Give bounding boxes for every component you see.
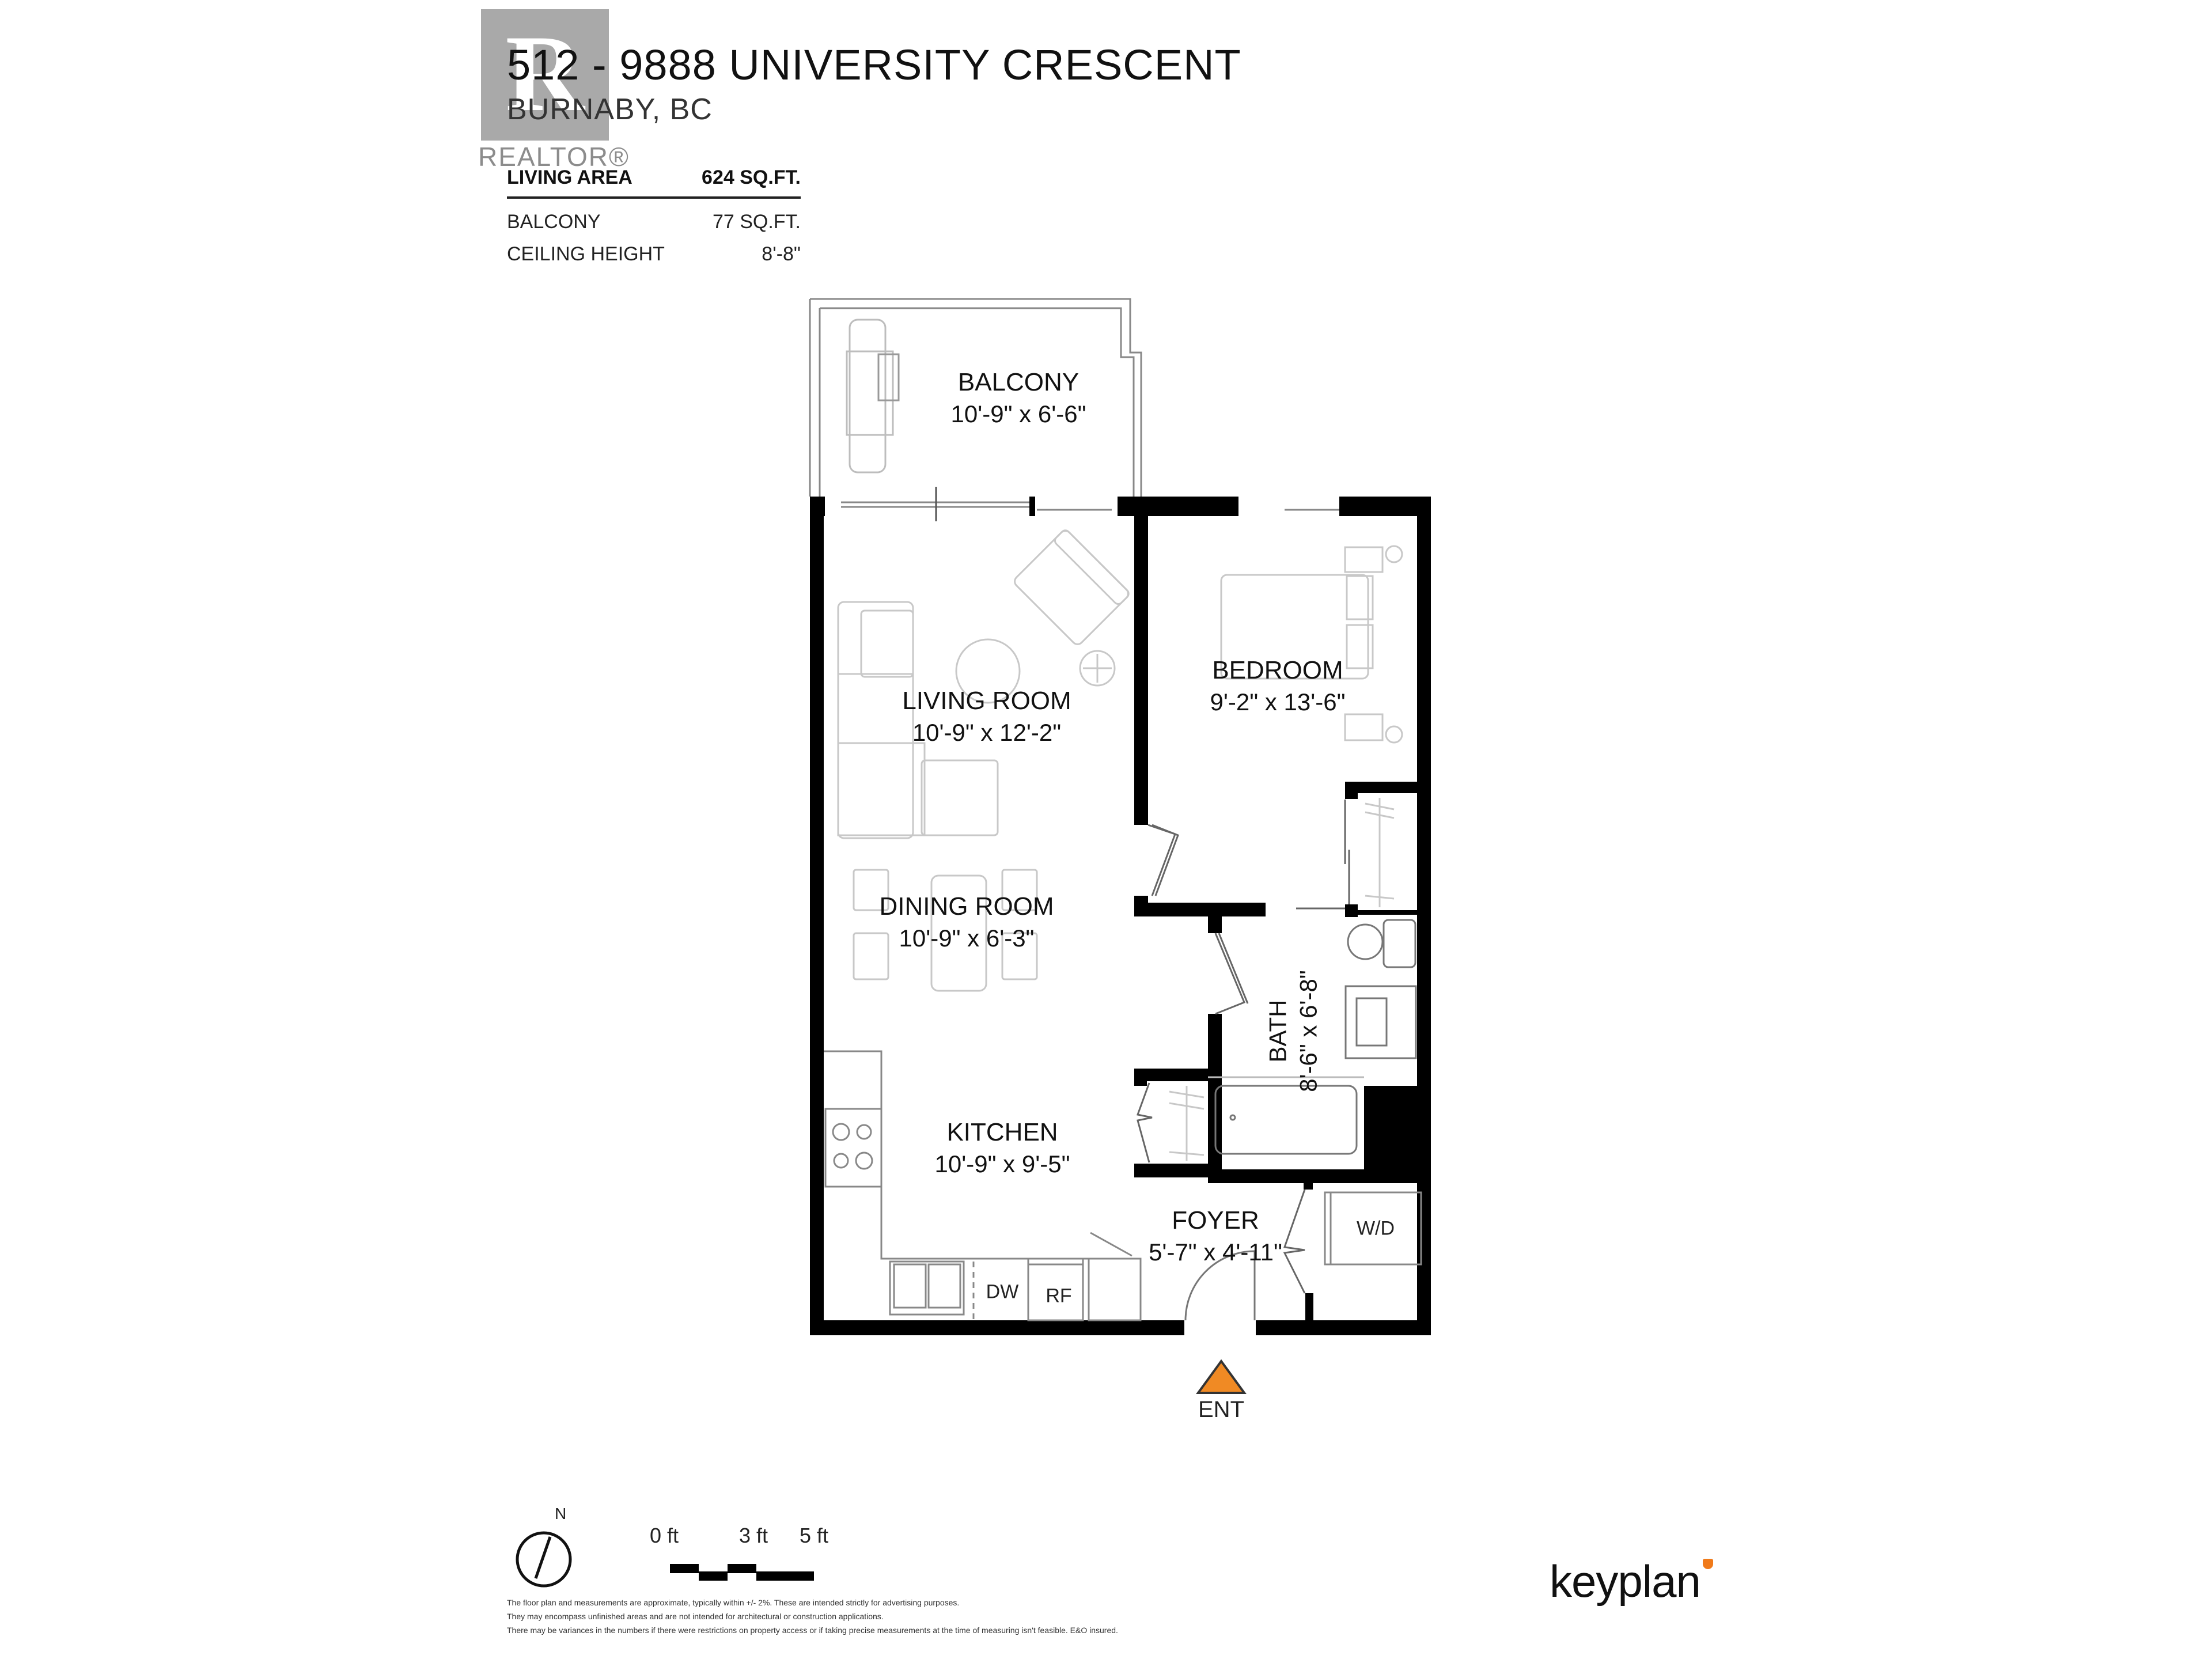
- room-dimensions: 10'-9" x 9'-5": [934, 1150, 1070, 1178]
- stat-value: 624 SQ.FT.: [702, 166, 801, 188]
- room-dimensions: 10'-9" x 12'-2": [912, 719, 1062, 747]
- stat-row-ceiling-height: CEILING HEIGHT 8'-8": [507, 238, 801, 270]
- disclaimer-line: They may encompass unfinished areas and …: [507, 1612, 884, 1621]
- room-dimensions: 10'-9" x 6'-3": [899, 925, 1035, 952]
- disclaimer: The floor plan and measurements are appr…: [507, 1596, 1118, 1637]
- room-label-kitchen: KITCHEN 10'-9" x 9'-5": [935, 1116, 1070, 1180]
- room-label-foyer: FOYER 5'-7" x 4'-11": [1149, 1204, 1282, 1268]
- room-name: BATH: [1264, 999, 1291, 1063]
- area-stats-table: LIVING AREA 624 SQ.FT. BALCONY 77 SQ.FT.…: [507, 164, 801, 270]
- room-label-bath: BATH 8'-6" x 6'-8": [1263, 970, 1324, 1092]
- appliance-label-dishwasher: DW: [986, 1281, 1019, 1303]
- room-dimensions: 5'-7" x 4'-11": [1149, 1238, 1282, 1266]
- realtor-logo-word: REALTOR®: [478, 142, 630, 172]
- room-dimensions: 9'-2" x 13'-6": [1210, 688, 1346, 716]
- property-city: BURNABY, BC: [507, 93, 713, 126]
- stat-value: 77 SQ.FT.: [712, 210, 801, 233]
- stat-label: LIVING AREA: [507, 166, 632, 188]
- room-name: FOYER: [1172, 1206, 1259, 1234]
- room-label-living-room: LIVING ROOM 10'-9" x 12'-2": [902, 684, 1071, 749]
- entrance-label: ENT: [1198, 1397, 1244, 1422]
- room-name: LIVING ROOM: [902, 687, 1071, 715]
- scale-label-0: 0 ft: [650, 1524, 679, 1547]
- keyplan-logo: keyplan: [1550, 1556, 1701, 1607]
- stat-label: CEILING HEIGHT: [507, 243, 665, 265]
- room-dimensions: 8'-6" x 6'-8": [1294, 970, 1321, 1092]
- room-name: BEDROOM: [1212, 656, 1343, 684]
- room-dimensions: 10'-9" x 6'-6": [950, 400, 1086, 428]
- property-address: 512 - 9888 UNIVERSITY CRESCENT: [507, 41, 1241, 89]
- disclaimer-line: The floor plan and measurements are appr…: [507, 1598, 960, 1607]
- scale-bar-icon: [670, 1564, 814, 1581]
- room-label-bedroom: BEDROOM 9'-2" x 13'-6": [1210, 654, 1346, 718]
- disclaimer-line: There may be variances in the numbers if…: [507, 1626, 1118, 1635]
- keyplan-fox-icon: [1703, 1559, 1713, 1569]
- appliance-label-refrigerator: RF: [1046, 1285, 1072, 1307]
- room-name: DINING ROOM: [879, 892, 1054, 921]
- room-name: KITCHEN: [946, 1118, 1058, 1146]
- stat-label: BALCONY: [507, 210, 601, 233]
- stat-row-living-area: LIVING AREA 624 SQ.FT.: [507, 164, 801, 199]
- room-name: BALCONY: [957, 368, 1080, 396]
- scale-label-3: 3 ft: [739, 1524, 768, 1547]
- room-label-dining-room: DINING ROOM 10'-9" x 6'-3": [879, 890, 1054, 955]
- realtor-logo-box: [481, 9, 609, 141]
- north-compass-icon: [516, 1531, 572, 1588]
- scale-label-5: 5 ft: [800, 1524, 829, 1547]
- stat-row-balcony: BALCONY 77 SQ.FT.: [507, 206, 801, 238]
- appliance-label-washer-dryer: W/D: [1356, 1217, 1395, 1240]
- room-label-balcony: BALCONY 10'-9" x 6'-6": [951, 366, 1086, 430]
- compass-north-label: N: [555, 1505, 567, 1522]
- realtor-logo-letter: R: [505, 13, 585, 134]
- entrance-marker-icon: [1196, 1359, 1247, 1394]
- stat-value: 8'-8": [762, 243, 801, 265]
